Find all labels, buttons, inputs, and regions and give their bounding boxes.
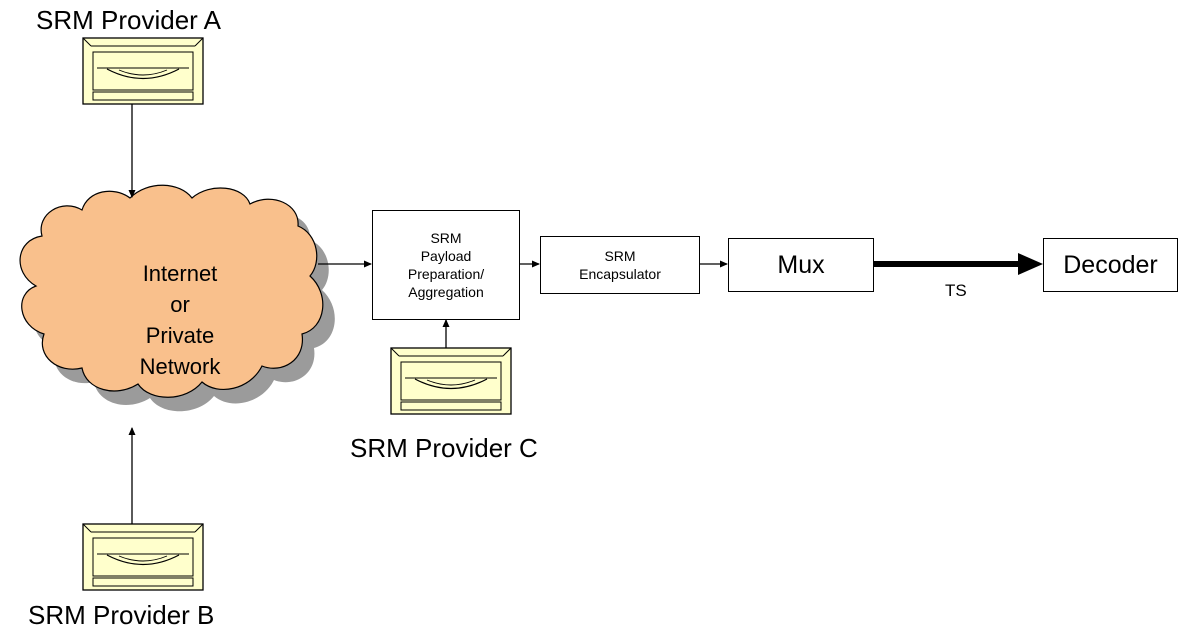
- disk-drive-icon: [82, 523, 204, 591]
- provider-a-label: SRM Provider A: [36, 5, 221, 35]
- decoder-box: Decoder: [1043, 238, 1178, 292]
- payload-preparation-box: SRM Payload Preparation/ Aggregation: [372, 210, 520, 320]
- encapsulator-box-line: Encapsulator: [579, 266, 661, 282]
- encapsulator-box-line: SRM: [604, 248, 636, 264]
- provider-a-device: [82, 37, 204, 105]
- ts-label: TS: [945, 281, 967, 300]
- mux-label: Mux: [777, 250, 825, 279]
- provider-c-label: SRM Provider C: [350, 433, 538, 463]
- ts-arrow-head: [1018, 253, 1043, 275]
- payload-box-line: Aggregation: [408, 284, 484, 300]
- mux-box: Mux: [728, 238, 874, 292]
- network-label-line: Internet: [142, 261, 218, 286]
- network-cloud: [19, 184, 324, 398]
- payload-box-line: SRM: [430, 230, 462, 246]
- provider-b-label: SRM Provider B: [28, 600, 215, 630]
- network-label: Internet or Private Network: [70, 258, 290, 382]
- payload-box-line: Preparation/: [407, 266, 485, 282]
- disk-drive-icon: [390, 347, 512, 415]
- network-label-line: or: [170, 292, 190, 317]
- network-label-line: Network: [139, 354, 221, 379]
- provider-c-device: [390, 347, 512, 415]
- network-label-line: Private: [145, 323, 215, 348]
- payload-box-line: Payload: [420, 248, 472, 264]
- decoder-label: Decoder: [1063, 250, 1158, 279]
- encapsulator-box: SRM Encapsulator: [540, 236, 700, 294]
- disk-drive-icon: [82, 37, 204, 105]
- provider-b-device: [82, 523, 204, 591]
